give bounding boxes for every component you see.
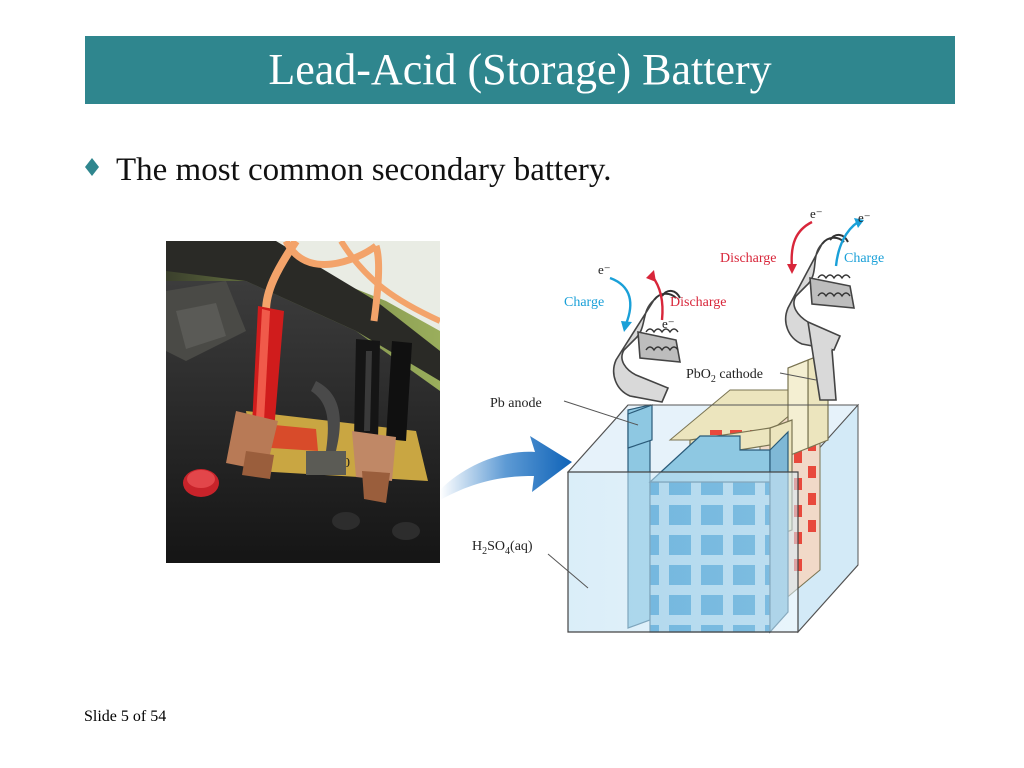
title-bar: Lead-Acid (Storage) Battery	[85, 36, 955, 104]
diamond-bullet-icon	[84, 157, 104, 183]
bullet-item: The most common secondary battery.	[84, 148, 611, 192]
bullet-text: The most common secondary battery.	[116, 151, 612, 188]
lead-acid-cell-diagram: e⁻ Charge Discharge e⁻ e⁻ e⁻ Discharge C…	[440, 200, 910, 640]
charge-arrow-right	[834, 221, 859, 267]
electron-label: e⁻	[662, 316, 675, 331]
charge-arrow-left	[609, 276, 632, 325]
charge-label-right: Charge	[844, 251, 884, 266]
slide-number: Slide 5 of 54	[84, 708, 167, 725]
discharge-arrow-left	[651, 275, 664, 321]
electron-label: e⁻	[810, 206, 823, 221]
discharge-label-left: Discharge	[670, 295, 727, 310]
charge-label-left: Charge	[564, 295, 604, 310]
slide-title: Lead-Acid (Storage) Battery	[268, 45, 772, 94]
discharge-arrow-right	[790, 220, 813, 269]
jumper-cable-photo: 60	[166, 241, 440, 563]
electron-label: e⁻	[598, 262, 611, 277]
electrolyte-label: H2SO4(aq)	[472, 539, 533, 557]
pointer-arrow	[440, 436, 572, 500]
cathode-label: PbO2 cathode	[686, 367, 763, 385]
anode-label: Pb anode	[490, 396, 542, 411]
right-cable-clamp	[784, 234, 855, 401]
discharge-label-right: Discharge	[720, 251, 777, 266]
left-cable-clamp	[612, 290, 681, 403]
electron-label: e⁻	[858, 210, 871, 225]
